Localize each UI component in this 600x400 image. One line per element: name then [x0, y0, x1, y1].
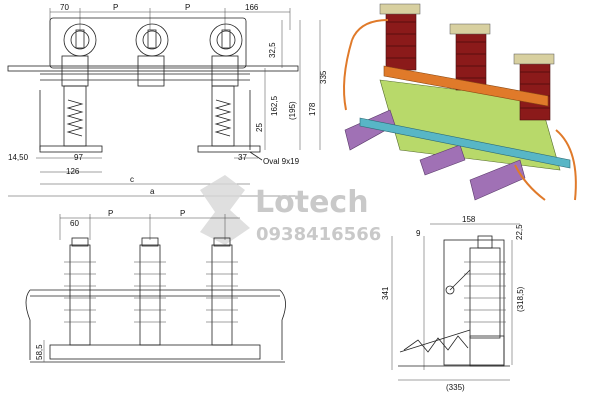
dim-335-side: (335)	[446, 383, 465, 392]
dim-p2: P	[185, 3, 190, 12]
dim-126: 126	[66, 167, 80, 176]
bottom-view: 60 P P 58,5	[25, 209, 286, 363]
front-view: 70 P P 166	[7, 3, 328, 197]
dim-22-5: 22,5	[515, 224, 524, 240]
side-view: 158 22,5 9 341 (318,5) (335)	[381, 215, 525, 392]
dim-166: 166	[245, 3, 259, 12]
dim-32-5: 32,5	[268, 42, 277, 58]
note-oval: Oval 9x19	[263, 157, 300, 166]
dim-158: 158	[462, 215, 476, 224]
watermark-brand: Lotech	[255, 185, 369, 220]
dim-14-50: 14,50	[8, 153, 29, 162]
dim-341: 341	[381, 286, 390, 300]
dim-p-bottom-1: P	[108, 209, 113, 218]
dim-p1: P	[113, 3, 118, 12]
dim-9: 9	[416, 229, 421, 238]
dim-162-5: 162,5	[270, 95, 279, 116]
dim-335: 335	[319, 70, 328, 84]
dim-97: 97	[74, 153, 83, 162]
dim-195: (195)	[288, 101, 297, 120]
dim-a: a	[150, 187, 155, 196]
dim-70: 70	[60, 3, 69, 12]
dim-178: 178	[308, 102, 317, 116]
dim-25: 25	[255, 123, 264, 132]
dim-58-5: 58,5	[35, 344, 44, 360]
watermark: Lotech 0938416566	[200, 175, 381, 245]
dim-60: 60	[70, 219, 79, 228]
dim-c: c	[130, 175, 134, 184]
dim-37: 37	[238, 153, 247, 162]
watermark-phone: 0938416566	[256, 224, 381, 245]
dim-p-bottom-2: P	[180, 209, 185, 218]
render-3d	[343, 3, 577, 201]
dim-318-5: (318,5)	[516, 286, 525, 312]
